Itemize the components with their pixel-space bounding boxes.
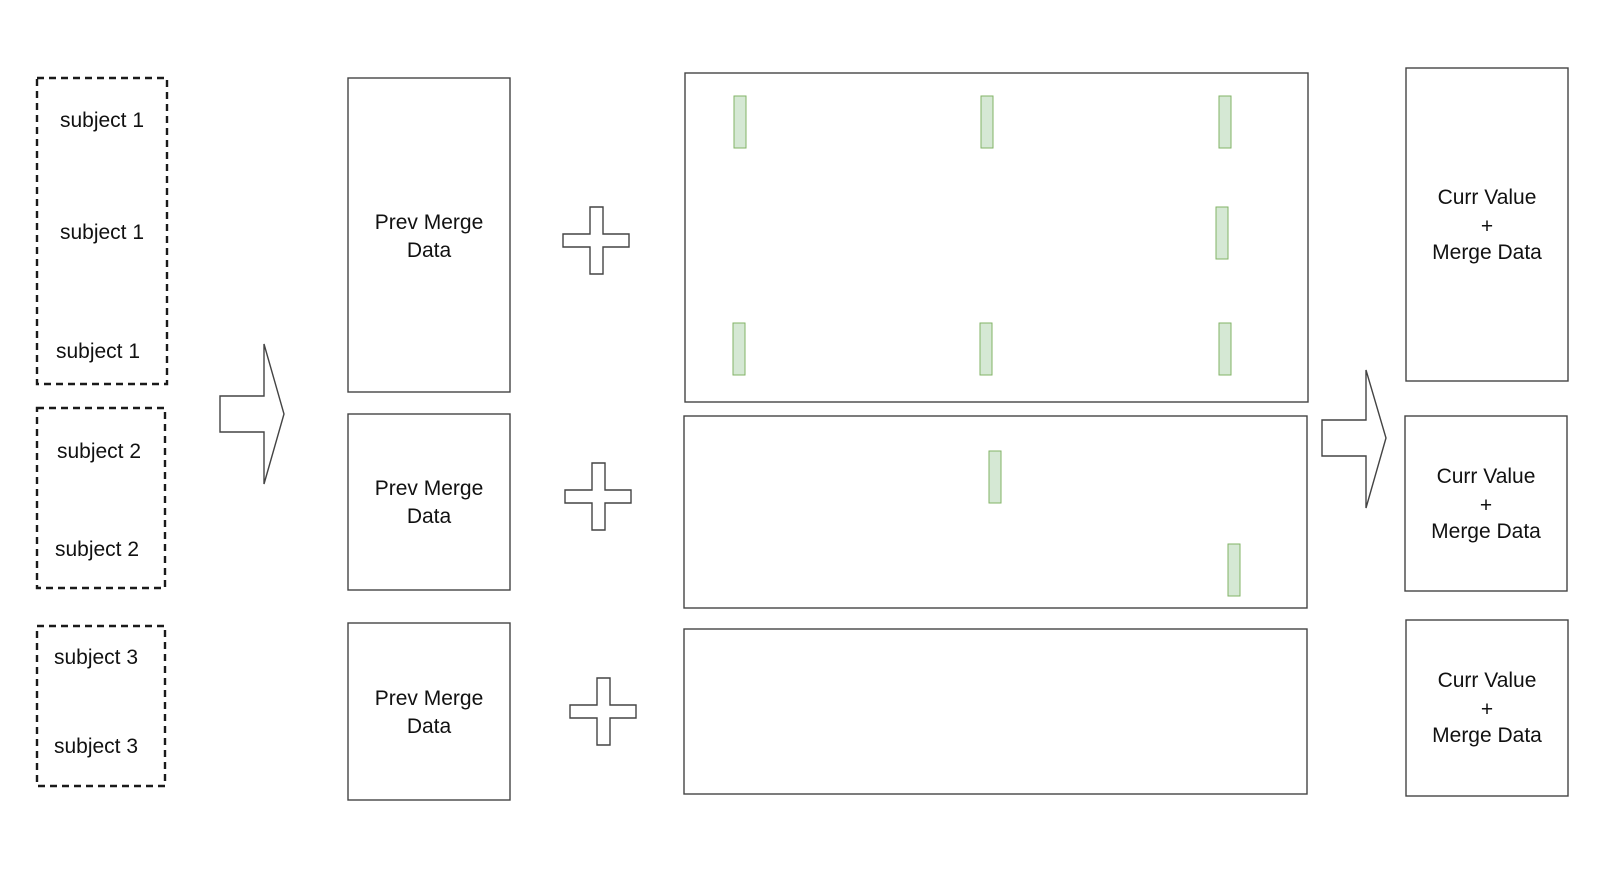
value-mark: [980, 95, 994, 149]
prev-merge-box-2: Prev Merge Data: [347, 413, 511, 591]
value-mark: [1218, 95, 1232, 149]
prev-merge-box-border: [347, 413, 511, 591]
result-label: Merge Data: [1431, 520, 1541, 543]
plus-icon: [562, 206, 630, 275]
subject-group-3: subject 3 subject 3: [35, 624, 167, 788]
subject-label: subject 1: [60, 109, 144, 132]
subject-label: subject 3: [54, 646, 138, 669]
prev-merge-box-1: Prev Merge Data: [347, 77, 511, 393]
prev-merge-label: Prev Merge: [375, 477, 484, 500]
subject-label: subject 2: [57, 440, 141, 463]
result-label: Merge Data: [1432, 241, 1542, 264]
arrow-right-icon: [219, 343, 285, 485]
current-value-panel-3: [683, 628, 1308, 795]
subject-label: subject 1: [56, 340, 140, 363]
subject-group-1: subject 1 subject 1 subject 1: [35, 76, 169, 386]
plus-icon: [569, 677, 637, 746]
subject-group-3-border: [35, 624, 167, 788]
subject-group-1-border: [35, 76, 169, 386]
result-box-2: Curr Value + Merge Data: [1404, 415, 1568, 592]
arrow-right-icon: [1321, 369, 1387, 509]
current-value-panel-1: [684, 72, 1309, 403]
value-mark: [732, 322, 746, 376]
prev-merge-label: Data: [407, 505, 452, 528]
prev-merge-label: Prev Merge: [375, 687, 484, 710]
prev-merge-box-border: [347, 622, 511, 801]
result-box-1: Curr Value + Merge Data: [1405, 67, 1569, 382]
result-box-border: [1405, 619, 1569, 797]
current-value-panel-2: [683, 415, 1308, 609]
result-label: Curr Value: [1438, 669, 1537, 692]
result-box-border: [1405, 67, 1569, 382]
subject-group-2-border: [35, 406, 167, 590]
result-label: Curr Value: [1438, 186, 1537, 209]
subject-group-2: subject 2 subject 2: [35, 406, 167, 590]
prev-merge-box-3: Prev Merge Data: [347, 622, 511, 801]
subject-label: subject 2: [55, 538, 139, 561]
result-label: Curr Value: [1437, 465, 1536, 488]
result-box-3: Curr Value + Merge Data: [1405, 619, 1569, 797]
result-label: Merge Data: [1432, 724, 1542, 747]
prev-merge-label: Data: [407, 239, 452, 262]
value-mark: [1218, 322, 1232, 376]
value-mark: [979, 322, 993, 376]
result-box-border: [1404, 415, 1568, 592]
result-label: +: [1481, 215, 1493, 238]
result-label: +: [1480, 494, 1492, 517]
plus-icon: [564, 462, 632, 531]
prev-merge-box-border: [347, 77, 511, 393]
value-mark: [988, 450, 1002, 504]
value-mark: [1227, 543, 1241, 597]
prev-merge-label: Prev Merge: [375, 211, 484, 234]
prev-merge-label: Data: [407, 715, 452, 738]
subject-label: subject 3: [54, 735, 138, 758]
subject-label: subject 1: [60, 221, 144, 244]
value-mark: [1215, 206, 1229, 260]
value-mark: [733, 95, 747, 149]
result-label: +: [1481, 698, 1493, 721]
